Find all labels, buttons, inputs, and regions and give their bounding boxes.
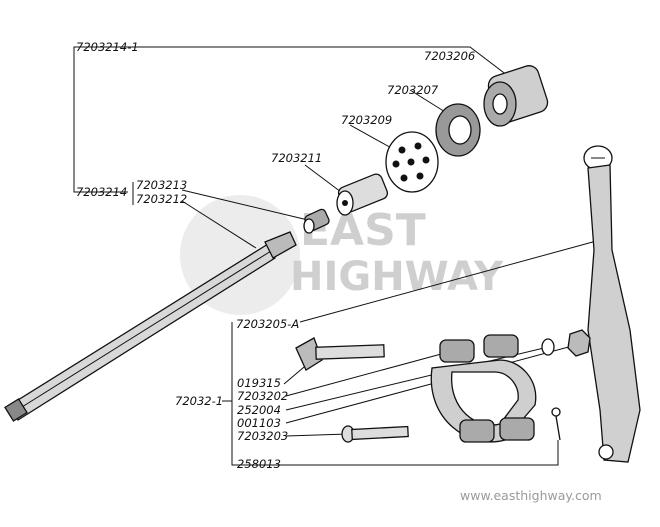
watermark-url: www.easthighway.com	[460, 488, 602, 503]
hex-nut	[567, 329, 591, 357]
shaft	[4, 231, 297, 422]
control-lever	[583, 145, 641, 463]
label-part-13: 7203213	[136, 178, 187, 192]
clamp	[430, 334, 537, 443]
label-nut: 001103	[237, 416, 281, 430]
watermark-line2: HIGHWAY	[290, 254, 504, 300]
label-clamp-assy: 72032-1	[175, 394, 223, 408]
label-sleeve: 7203206	[424, 49, 475, 63]
bushing-sleeve	[483, 65, 549, 127]
perforated-plate	[385, 131, 439, 193]
clamp-pin	[341, 425, 409, 443]
label-lever: 7203205-A	[236, 317, 299, 331]
label-assy-top: 7203214-1	[76, 40, 139, 54]
label-pin: 7203211	[271, 151, 322, 165]
small-sleeve	[303, 208, 330, 234]
label-bolt: 019315	[237, 376, 281, 390]
part-labels: 7203214-1 7203206 7203207 7203209 720321…	[76, 40, 475, 471]
leader-lines	[73, 46, 601, 466]
washer-ring	[435, 103, 481, 157]
label-clamp-pin: 7203203	[237, 429, 288, 443]
label-clamp: 7203202	[237, 389, 288, 403]
label-assy: 7203214	[76, 185, 127, 199]
label-part-12: 7203212	[136, 192, 187, 206]
label-lock-washer: 252004	[237, 403, 281, 417]
label-washer: 7203207	[387, 83, 439, 97]
label-plate: 7203209	[341, 113, 392, 127]
pin-part	[336, 173, 389, 216]
bolt	[295, 337, 385, 371]
lock-washer	[541, 338, 555, 356]
label-cotter: 258013	[237, 457, 281, 471]
cotter-pin	[551, 407, 561, 441]
